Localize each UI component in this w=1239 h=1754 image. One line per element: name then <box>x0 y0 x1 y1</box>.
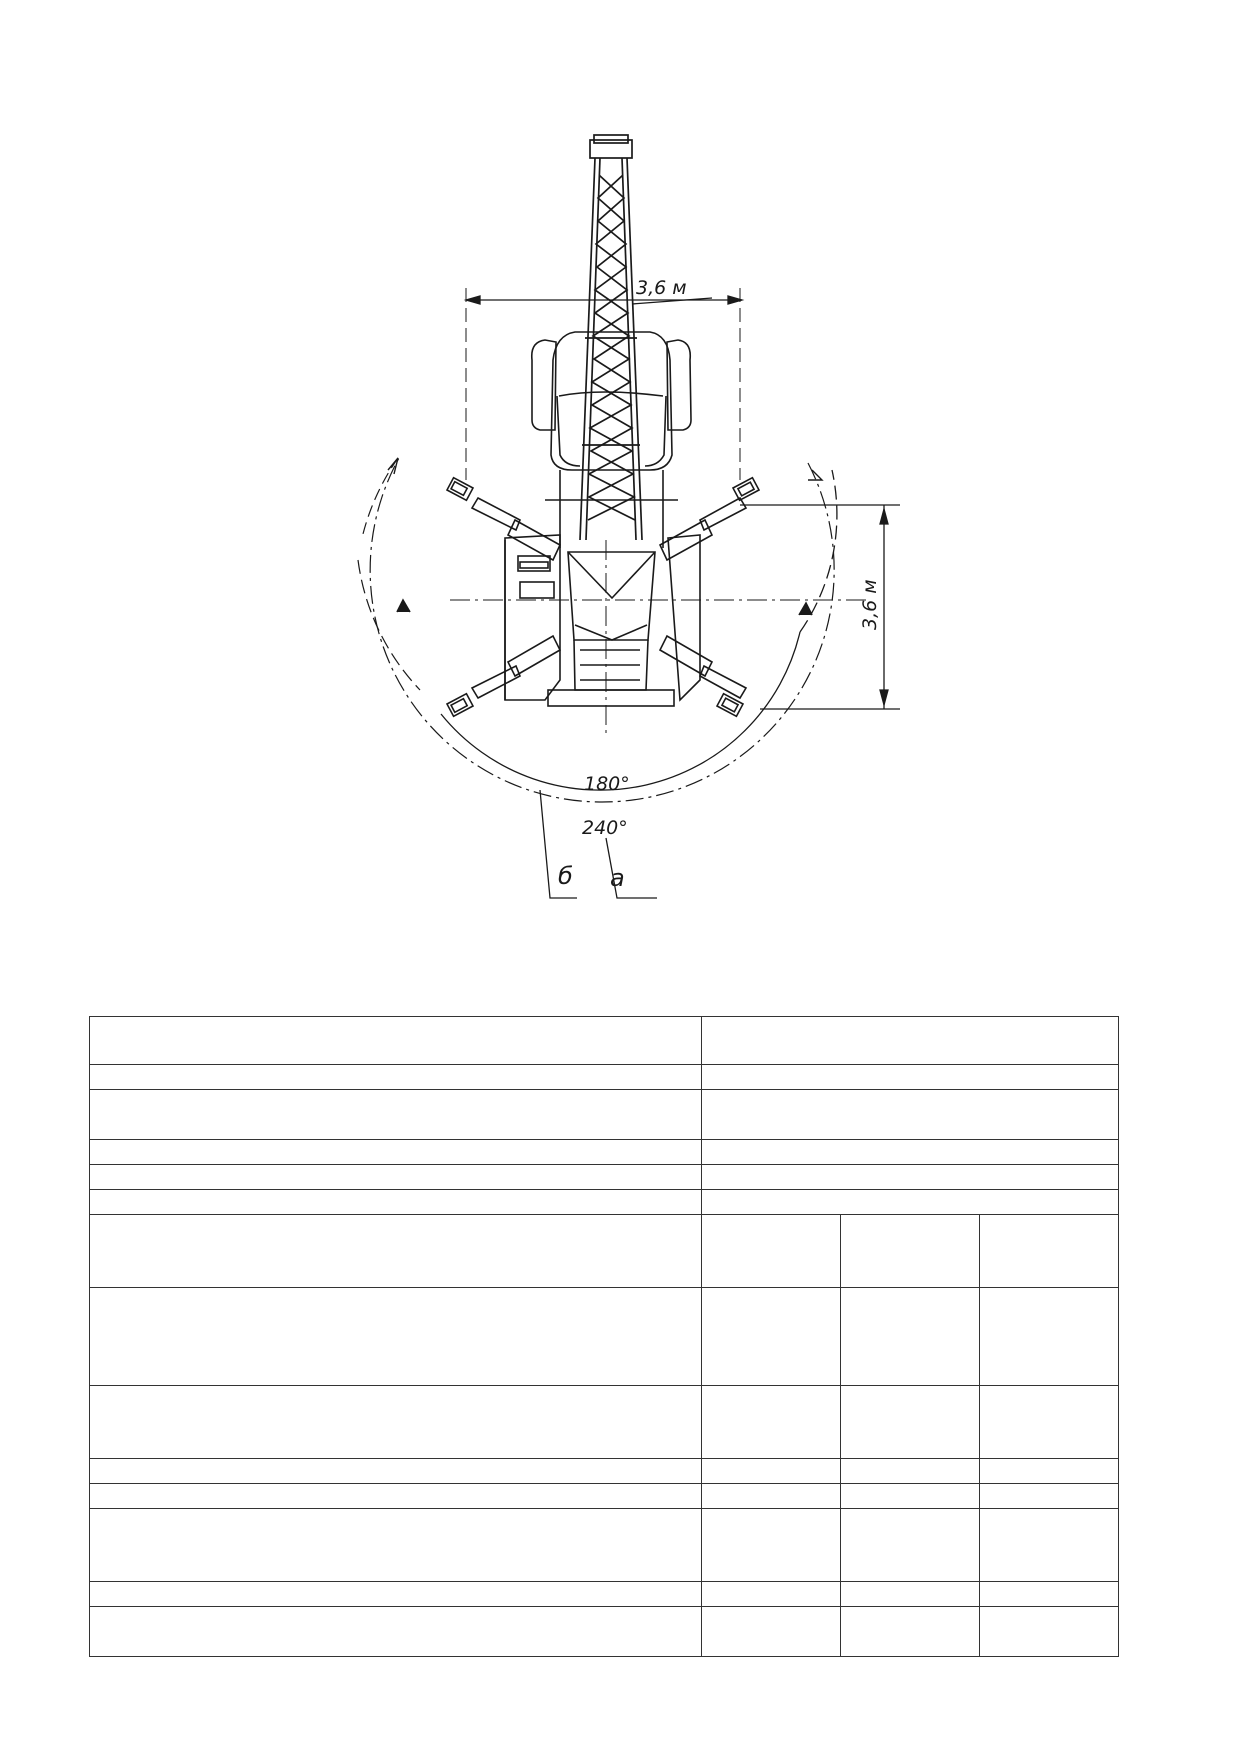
table-row <box>89 1164 1120 1190</box>
table-cell <box>701 1606 841 1657</box>
table-cell <box>89 1139 702 1165</box>
table-cell <box>840 1385 980 1459</box>
table-row <box>89 1089 1120 1140</box>
outrigger-rear-right <box>658 634 748 718</box>
table-row <box>89 1214 1120 1288</box>
table-row <box>89 1139 1120 1165</box>
table-cell <box>978 1385 1120 1459</box>
outrigger-rear-left <box>445 634 562 718</box>
table-cell <box>89 1606 702 1657</box>
leader-lines <box>539 789 657 899</box>
table-cell <box>89 1508 702 1582</box>
table-row <box>89 1581 1120 1607</box>
crane-plan-drawing: 3,6 м 3,6 м 180° 240° б а <box>357 134 900 899</box>
table-cell <box>978 1606 1120 1657</box>
table-cell <box>89 1458 702 1484</box>
dimension-top-label: 3,6 м <box>636 277 687 299</box>
table-row <box>89 1016 1120 1065</box>
dimension-right-label: 3,6 м <box>859 579 881 630</box>
table-cell <box>978 1581 1120 1607</box>
label-a: а <box>610 864 625 892</box>
table-cell <box>89 1483 702 1509</box>
table-cell <box>701 1458 841 1484</box>
dimension-top <box>463 288 745 480</box>
table-cell <box>89 1581 702 1607</box>
table-cell <box>978 1483 1120 1509</box>
swing-arc-240 <box>369 457 835 803</box>
swing-arc-left-lower <box>357 559 421 691</box>
table-row <box>89 1483 1120 1509</box>
table-cell <box>700 1189 1120 1215</box>
table-cell <box>701 1508 841 1582</box>
table-cell <box>840 1483 980 1509</box>
table-row <box>89 1508 1120 1582</box>
table-cell <box>978 1214 1120 1288</box>
table-cell <box>700 1164 1120 1190</box>
table-cell <box>89 1064 702 1090</box>
table-cell <box>89 1016 702 1065</box>
arc-arrow-right <box>808 469 824 481</box>
table-cell <box>840 1606 980 1657</box>
table-cell <box>978 1508 1120 1582</box>
table-row <box>89 1189 1120 1215</box>
arc-arrow-right-mid <box>798 601 813 616</box>
swing-arc-180 <box>440 469 838 791</box>
table-cell <box>840 1508 980 1582</box>
table-cell <box>89 1189 702 1215</box>
table-cell <box>701 1214 841 1288</box>
table-cell <box>89 1164 702 1190</box>
boom-lattice <box>579 134 643 541</box>
specification-table <box>89 1016 1120 1657</box>
table-cell <box>89 1214 702 1288</box>
table-row <box>89 1064 1120 1090</box>
table-cell <box>700 1064 1120 1090</box>
truck-cab <box>530 331 692 548</box>
table-cell <box>700 1089 1120 1140</box>
swing-arc-left <box>361 457 399 539</box>
table-cell <box>978 1458 1120 1484</box>
table-cell <box>89 1089 702 1140</box>
turntable-base <box>504 534 701 707</box>
table-cell <box>89 1287 702 1386</box>
dimension-right <box>740 504 900 710</box>
table-cell <box>701 1287 841 1386</box>
arc-arrow-left-mid <box>396 598 411 613</box>
table-cell <box>978 1287 1120 1386</box>
table-cell <box>701 1581 841 1607</box>
outrigger-front-right <box>658 476 761 562</box>
arc-arrow-left <box>387 457 399 475</box>
angle-240-label: 240° <box>582 817 628 839</box>
table-cell <box>840 1581 980 1607</box>
table-cell <box>700 1139 1120 1165</box>
table-cell <box>89 1385 702 1459</box>
table-cell <box>701 1483 841 1509</box>
table-row <box>89 1385 1120 1459</box>
table-row <box>89 1287 1120 1386</box>
table-row <box>89 1458 1120 1484</box>
table-cell <box>840 1458 980 1484</box>
label-b: б <box>558 862 573 890</box>
angle-180-label: 180° <box>584 773 630 795</box>
table-cell <box>840 1214 980 1288</box>
table-cell <box>700 1016 1120 1065</box>
table-cell <box>701 1385 841 1459</box>
outrigger-front-left <box>445 476 562 562</box>
table-row <box>89 1606 1120 1657</box>
table-cell <box>840 1287 980 1386</box>
